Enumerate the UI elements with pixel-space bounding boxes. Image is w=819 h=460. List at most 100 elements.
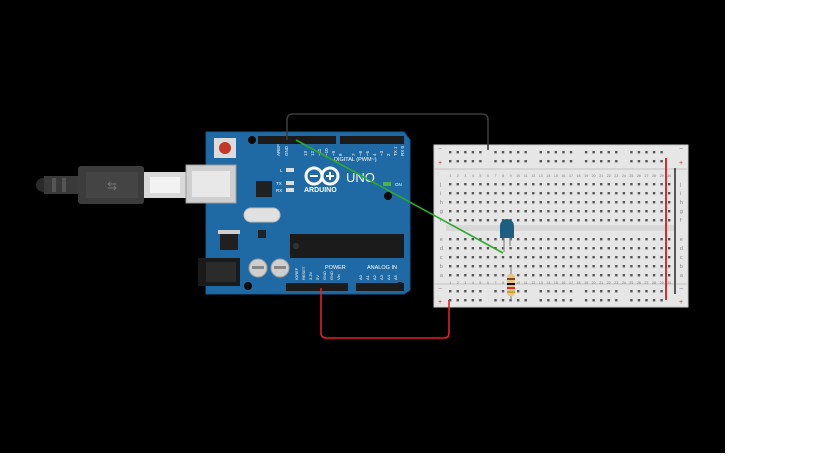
rail-hole[interactable] [630, 290, 633, 293]
terminal-hole[interactable] [645, 247, 648, 250]
terminal-hole[interactable] [501, 219, 505, 222]
rail-hole[interactable] [645, 160, 648, 163]
terminal-hole[interactable] [539, 256, 542, 259]
terminal-hole[interactable] [652, 192, 656, 195]
terminal-hole[interactable] [615, 247, 618, 250]
terminal-hole[interactable] [622, 238, 626, 241]
rail-hole[interactable] [509, 299, 512, 302]
terminal-hole[interactable] [637, 210, 641, 213]
terminal-hole[interactable] [532, 219, 535, 222]
terminal-hole[interactable] [486, 274, 490, 277]
rail-hole[interactable] [630, 160, 633, 163]
terminal-hole[interactable] [471, 274, 475, 277]
terminal-hole[interactable] [456, 210, 459, 213]
rail-hole[interactable] [584, 160, 588, 163]
terminal-hole[interactable] [547, 183, 550, 186]
terminal-hole[interactable] [547, 201, 550, 204]
rail-hole[interactable] [479, 160, 482, 163]
terminal-hole[interactable] [539, 265, 542, 268]
resistor-component[interactable] [507, 268, 515, 300]
terminal-hole[interactable] [456, 201, 459, 204]
rail-hole[interactable] [479, 290, 482, 293]
terminal-hole[interactable] [547, 210, 550, 213]
terminal-hole[interactable] [547, 192, 550, 195]
terminal-hole[interactable] [509, 247, 512, 250]
terminal-hole[interactable] [645, 183, 648, 186]
terminal-hole[interactable] [652, 201, 656, 204]
terminal-hole[interactable] [637, 238, 641, 241]
terminal-hole[interactable] [667, 183, 671, 186]
terminal-hole[interactable] [645, 238, 648, 241]
terminal-hole[interactable] [592, 210, 595, 213]
terminal-hole[interactable] [516, 183, 520, 186]
terminal-hole[interactable] [660, 274, 663, 277]
terminal-hole[interactable] [569, 265, 573, 268]
terminal-hole[interactable] [584, 274, 588, 277]
rail-hole[interactable] [501, 151, 505, 154]
terminal-hole[interactable] [449, 192, 452, 195]
terminal-hole[interactable] [600, 247, 603, 250]
rail-hole[interactable] [516, 160, 520, 163]
terminal-hole[interactable] [645, 192, 648, 195]
rail-hole[interactable] [449, 160, 452, 163]
rail-hole[interactable] [660, 151, 663, 154]
rail-hole[interactable] [539, 299, 542, 302]
terminal-hole[interactable] [554, 219, 558, 222]
terminal-hole[interactable] [456, 238, 459, 241]
rail-hole[interactable] [569, 151, 573, 154]
rail-hole[interactable] [501, 290, 505, 293]
rail-hole[interactable] [539, 151, 542, 154]
rail-hole[interactable] [562, 299, 565, 302]
rail-hole[interactable] [607, 160, 610, 163]
rail-hole[interactable] [471, 299, 475, 302]
rail-hole[interactable] [494, 299, 497, 302]
terminal-hole[interactable] [577, 192, 580, 195]
rail-hole[interactable] [516, 299, 520, 302]
rail-hole[interactable] [607, 290, 610, 293]
terminal-hole[interactable] [524, 210, 527, 213]
terminal-hole[interactable] [667, 247, 671, 250]
terminal-hole[interactable] [592, 219, 595, 222]
terminal-hole[interactable] [660, 219, 663, 222]
terminal-hole[interactable] [501, 192, 505, 195]
rail-hole[interactable] [516, 290, 520, 293]
terminal-hole[interactable] [600, 201, 603, 204]
terminal-hole[interactable] [667, 201, 671, 204]
terminal-hole[interactable] [569, 183, 573, 186]
rail-hole[interactable] [600, 151, 603, 154]
rail-hole[interactable] [652, 299, 656, 302]
analog-header[interactable] [356, 283, 404, 291]
terminal-hole[interactable] [584, 256, 588, 259]
terminal-hole[interactable] [486, 183, 490, 186]
rail-hole[interactable] [516, 151, 520, 154]
terminal-hole[interactable] [660, 201, 663, 204]
terminal-hole[interactable] [471, 201, 475, 204]
terminal-hole[interactable] [516, 274, 520, 277]
terminal-hole[interactable] [464, 265, 467, 268]
rail-hole[interactable] [637, 290, 641, 293]
terminal-hole[interactable] [532, 210, 535, 213]
terminal-hole[interactable] [577, 265, 580, 268]
terminal-hole[interactable] [449, 274, 452, 277]
terminal-hole[interactable] [660, 192, 663, 195]
rail-hole[interactable] [464, 299, 467, 302]
rail-hole[interactable] [501, 299, 505, 302]
terminal-hole[interactable] [569, 210, 573, 213]
terminal-hole[interactable] [584, 201, 588, 204]
rail-hole[interactable] [494, 151, 497, 154]
terminal-hole[interactable] [486, 256, 490, 259]
terminal-hole[interactable] [592, 265, 595, 268]
rail-hole[interactable] [524, 151, 527, 154]
terminal-hole[interactable] [592, 192, 595, 195]
terminal-hole[interactable] [449, 247, 452, 250]
terminal-hole[interactable] [569, 192, 573, 195]
pin13-wire[interactable] [295, 139, 504, 254]
terminal-hole[interactable] [539, 201, 542, 204]
terminal-hole[interactable] [479, 274, 482, 277]
rail-hole[interactable] [494, 160, 497, 163]
rail-hole[interactable] [494, 290, 497, 293]
terminal-hole[interactable] [456, 183, 459, 186]
terminal-hole[interactable] [464, 210, 467, 213]
terminal-hole[interactable] [464, 183, 467, 186]
rail-hole[interactable] [539, 160, 542, 163]
